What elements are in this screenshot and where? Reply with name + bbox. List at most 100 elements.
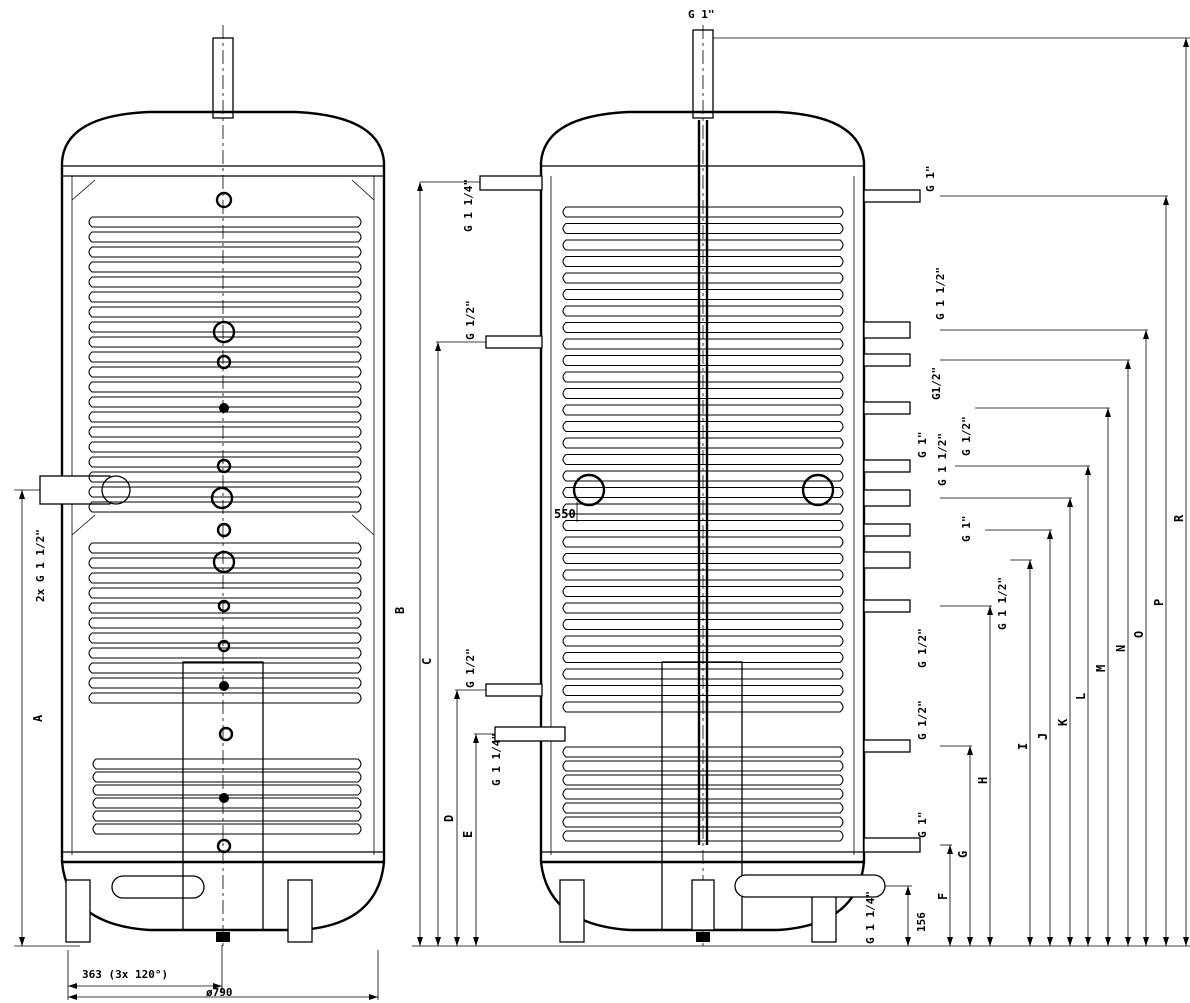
right-g1-bottom-label: G 1" [916,812,929,839]
right-nozzle-g112-c [863,551,911,569]
dimension-d-label: D [442,815,456,822]
coil-turn [88,456,362,468]
coil-turn [562,651,844,664]
coil-turn [92,758,362,770]
dimension-c-label: C [420,658,434,665]
right-g12-a-label: G1/2" [930,367,943,400]
coil-turn [562,552,844,565]
coil-turn [562,830,844,842]
top-connection-label: G 1" [688,8,715,21]
coil-turn [88,306,362,318]
coil-turn [562,470,844,482]
right-tank-view: G 1" 550 [393,8,1190,948]
coil-turn [92,797,362,809]
left-g114-top-label: G 1 1/4" [462,179,475,232]
right-nozzle-g1-c [863,523,911,537]
coil-turn [562,206,844,218]
coil-turn [562,602,844,614]
coil-turn [88,486,362,498]
right-g1-c-label: G 1" [960,516,973,543]
coil-turn [88,542,362,554]
coil-turn [562,321,844,334]
bottom-horizontal-tube [734,874,886,898]
coil-turn [88,411,362,423]
coil-turn [562,746,844,758]
right-g112-c-label: G 1 1/2" [996,577,1009,630]
coil-turn [562,222,844,235]
coil-turn [88,602,362,614]
right-nozzle-g12-d [863,739,911,753]
coil-turn [562,802,844,814]
left-tank-view: 2x G 1 1/2" A 363 (3x 120°) ø790 [14,25,386,1000]
coil-turn [562,338,844,350]
left-g12-top-label: G 1/2" [464,300,477,340]
dimension-e-label: E [461,831,475,838]
coil-turn [562,503,844,515]
left-nozzle-g12-low [485,683,543,697]
coil-turn [562,255,844,268]
coil-turn [88,501,362,513]
dimension-156-label: 156 [915,912,928,932]
coil-turn [88,662,362,674]
right-flange-circle [801,473,835,507]
dimension-m-label: M [1094,665,1108,672]
coil-turn [562,272,844,284]
coil-turn [562,305,844,317]
coil-turn [562,774,844,786]
coil-turn [88,366,362,378]
right-g12-d-label: G 1/2" [916,700,929,740]
coil-turn [92,784,362,796]
coil-turn [562,701,844,713]
left-flange-plate [182,661,264,931]
coil-turn [88,471,362,483]
left-bottom-tube [111,875,205,899]
coil-turn [562,486,844,499]
dimension-o-label: O [1132,631,1146,638]
coil-turn [88,246,362,258]
coil-turn [88,557,362,569]
diameter-label: ø790 [206,986,233,999]
left-heat-exchanger-coils [88,216,362,835]
left-flange-circle [572,473,606,507]
coil-turn [88,617,362,629]
coil-turn [88,231,362,243]
coil-turn [88,336,362,348]
left-foot [287,879,313,943]
dimension-k-label: K [1056,718,1070,726]
coil-turn [562,453,844,466]
coil-turn [92,771,362,783]
coil-turn [562,788,844,800]
dimension-b-label: B [393,607,407,614]
coil-turn [88,441,362,453]
coil-turn [92,810,362,822]
right-heat-exchanger-coils [562,206,844,842]
dimension-p-label: P [1152,599,1166,606]
right-nozzle-g12-a [863,353,911,367]
coil-turn [562,816,844,828]
left-top-dome [60,110,386,163]
right-nozzle-g1-bottom [863,837,921,853]
right-nozzle-g112-b [863,489,911,507]
coil-turn [88,692,362,704]
right-nozzle-g12-b [863,401,911,415]
coil-turn [88,426,362,438]
dimension-f-label: F [936,893,950,900]
coil-turn [92,823,362,835]
coil-turn [88,587,362,599]
right-g1-top-label: G 1" [924,166,937,193]
left-nozzle-g12-top [485,335,543,349]
angle-note-label: 363 (3x 120°) [82,968,168,981]
coil-turn [88,291,362,303]
dimension-a-label: A [31,714,45,722]
right-nozzle-g12-c [863,599,911,613]
coil-turn [88,677,362,689]
right-nozzle-g112-a [863,321,911,339]
coil-turn [88,396,362,408]
bottom-g114-label: G 1 1/4" [864,891,877,944]
coil-turn [562,288,844,301]
left-foot [65,879,91,943]
coil-turn [88,276,362,288]
coil-turn [562,684,844,697]
dimension-l-label: L [1074,693,1088,700]
